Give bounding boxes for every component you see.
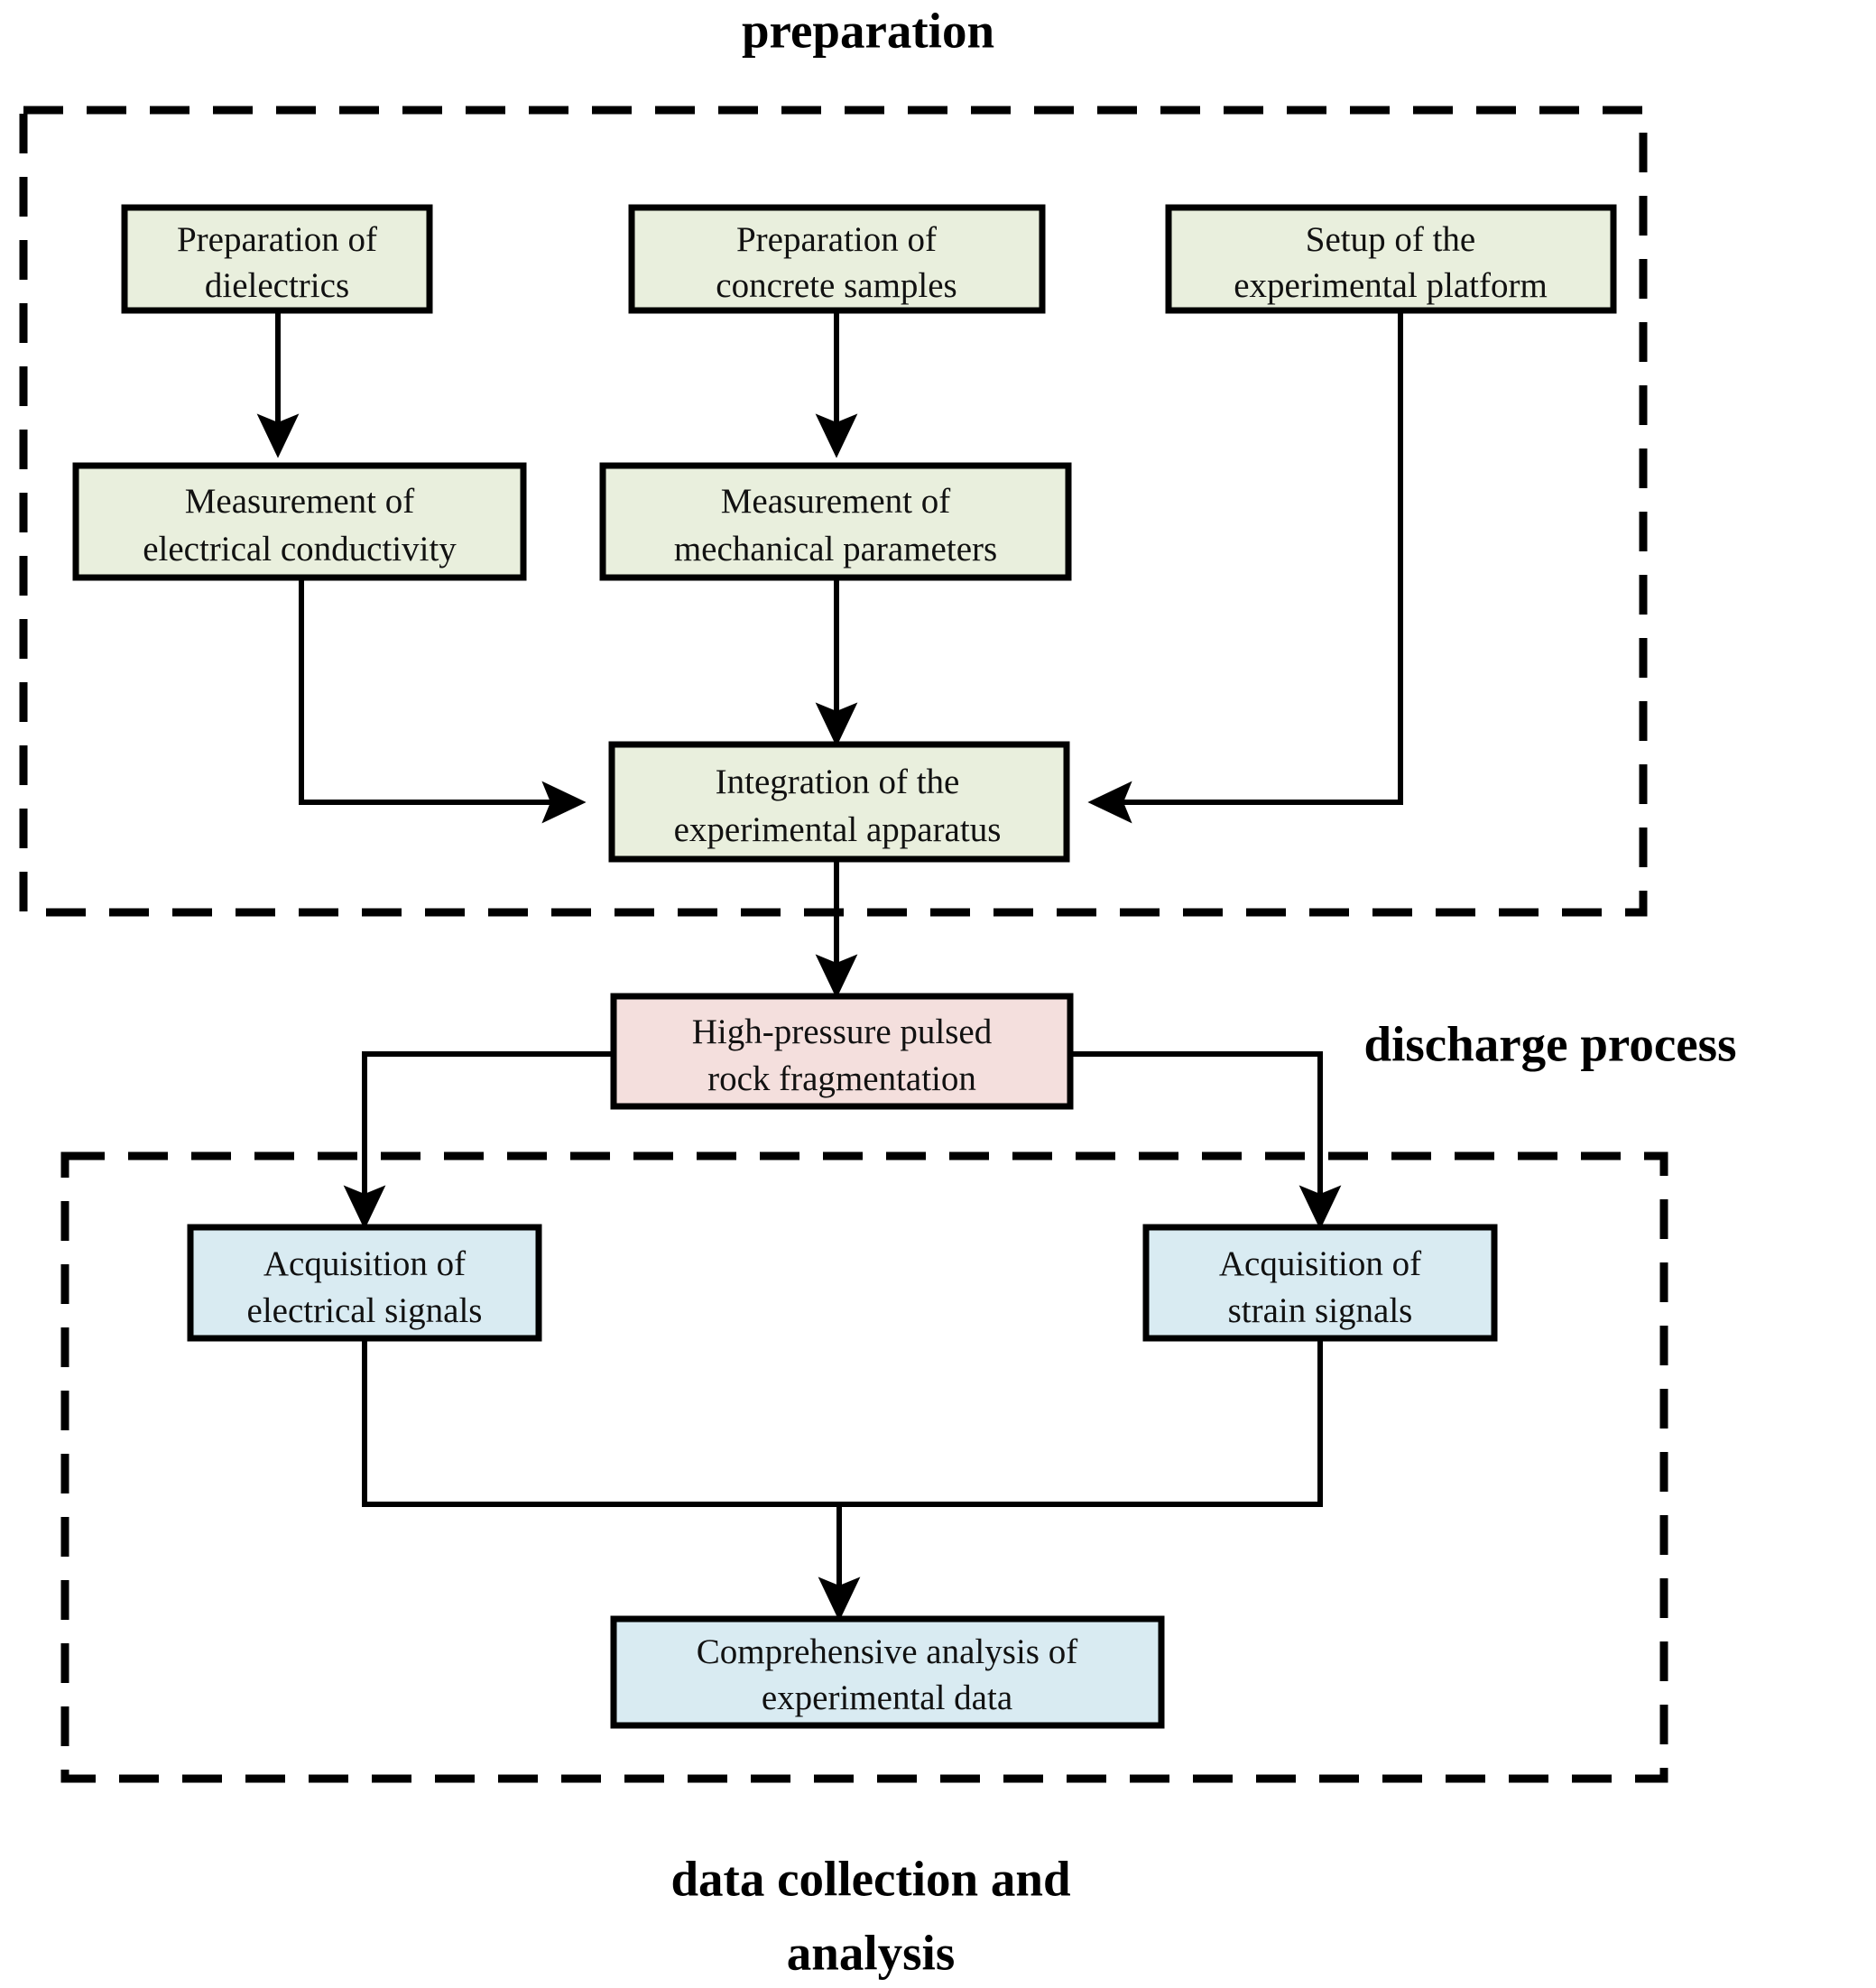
- node-prep-concrete-line2: concrete samples: [716, 266, 956, 305]
- node-prep-dielectrics[interactable]: Preparation of dielectrics: [121, 204, 433, 314]
- node-acq-electrical[interactable]: Acquisition of electrical signals: [187, 1224, 542, 1342]
- node-acq-strain-line1: Acquisition of: [1219, 1244, 1421, 1283]
- node-comprehensive-analysis-line1: Comprehensive analysis of: [697, 1632, 1077, 1671]
- edge-fragmentation-to-electrical: [343, 1051, 613, 1230]
- node-measure-conductivity-line2: electrical conductivity: [143, 530, 457, 569]
- node-setup-platform-box[interactable]: [1165, 204, 1617, 314]
- node-prep-dielectrics-line2: dielectrics: [205, 266, 349, 305]
- group-frame-analysis: [60, 1151, 1668, 1783]
- node-setup-platform-line1: Setup of the: [1306, 220, 1475, 259]
- node-comprehensive-analysis-line2: experimental data: [762, 1678, 1012, 1717]
- node-fragmentation-line2: rock fragmentation: [707, 1059, 976, 1098]
- node-fragmentation-box[interactable]: [610, 993, 1074, 1110]
- node-integration-line2: experimental apparatus: [674, 810, 1002, 849]
- node-measure-mechanical-box[interactable]: [599, 462, 1072, 581]
- node-prep-dielectrics-line1: Preparation of: [177, 220, 377, 259]
- node-measure-mechanical-line1: Measurement of: [721, 482, 951, 521]
- edge-platform-to-integration: [1087, 310, 1403, 824]
- node-measure-mechanical[interactable]: Measurement of mechanical parameters: [599, 462, 1072, 581]
- node-prep-concrete-line1: Preparation of: [736, 220, 937, 259]
- edge-electrical-to-junction: [362, 1338, 839, 1507]
- edge-strain-to-junction: [839, 1338, 1323, 1507]
- section-title-analysis-line1: data collection and: [670, 1852, 1070, 1907]
- group-frame-preparation: [19, 106, 1648, 917]
- node-measure-conductivity[interactable]: Measurement of electrical conductivity: [72, 462, 527, 581]
- node-acq-strain[interactable]: Acquisition of strain signals: [1142, 1224, 1498, 1342]
- node-fragmentation-line1: High-pressure pulsed: [692, 1012, 993, 1051]
- node-integration-line1: Integration of the: [716, 763, 960, 801]
- node-measure-conductivity-box[interactable]: [72, 462, 527, 581]
- node-comprehensive-analysis[interactable]: Comprehensive analysis of experimental d…: [610, 1615, 1165, 1729]
- edge-conductivity-to-integration: [299, 578, 587, 824]
- node-acq-electrical-box[interactable]: [187, 1224, 542, 1342]
- node-prep-concrete-box[interactable]: [628, 204, 1046, 314]
- edge-fragmentation-to-strain: [1069, 1051, 1342, 1230]
- node-acq-electrical-line2: electrical signals: [247, 1291, 483, 1330]
- node-acq-strain-box[interactable]: [1142, 1224, 1498, 1342]
- node-acq-strain-line2: strain signals: [1228, 1291, 1413, 1330]
- node-measure-mechanical-line2: mechanical parameters: [674, 530, 997, 569]
- node-comprehensive-analysis-box[interactable]: [610, 1615, 1165, 1729]
- node-setup-platform-line2: experimental platform: [1234, 266, 1548, 305]
- node-integration-box[interactable]: [608, 741, 1070, 863]
- section-title-preparation: preparation: [742, 4, 994, 59]
- node-fragmentation[interactable]: High-pressure pulsed rock fragmentation: [610, 993, 1074, 1110]
- node-integration[interactable]: Integration of the experimental apparatu…: [608, 741, 1070, 863]
- node-setup-platform[interactable]: Setup of the experimental platform: [1165, 204, 1617, 314]
- node-prep-dielectrics-box[interactable]: [121, 204, 433, 314]
- node-measure-conductivity-line1: Measurement of: [185, 482, 415, 521]
- node-acq-electrical-line1: Acquisition of: [263, 1244, 466, 1283]
- section-title-analysis-line2: analysis: [787, 1926, 955, 1981]
- section-title-discharge-process: discharge process: [1364, 1017, 1737, 1072]
- node-prep-concrete[interactable]: Preparation of concrete samples: [628, 204, 1046, 314]
